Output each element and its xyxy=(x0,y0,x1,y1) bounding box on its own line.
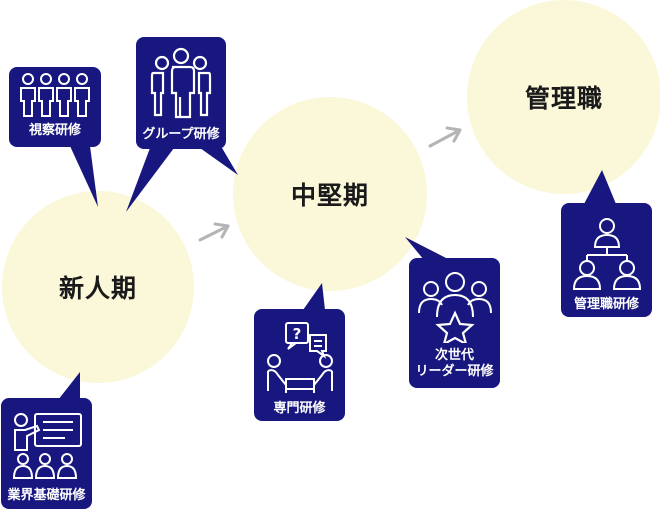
presentation-icon xyxy=(1,398,92,488)
training-card-group: グループ研修 xyxy=(136,37,226,149)
team-row-icon xyxy=(9,67,101,123)
discussion-icon: ? xyxy=(254,309,345,401)
training-label-specialist: 専門研修 xyxy=(273,401,326,416)
pointer-inspection xyxy=(70,146,98,207)
pointer-management xyxy=(584,170,616,204)
pointer-nextgen xyxy=(405,237,450,260)
leader-star-icon xyxy=(409,258,500,348)
training-label-inspection: 視察研修 xyxy=(28,123,81,138)
arrow-1-shaft xyxy=(198,224,230,242)
stage-circle-shinjin xyxy=(2,191,194,383)
stage-label-chuken: 中堅期 xyxy=(290,181,370,210)
arrow-1-head xyxy=(213,222,230,239)
training-label-group: グループ研修 xyxy=(142,127,220,142)
training-card-specialist: ? 専門研修 xyxy=(254,309,345,421)
pointer-group xyxy=(126,148,174,212)
training-card-nextgen: 次世代 リーダー研修 xyxy=(409,258,500,388)
stage-label-kanri: 管理職 xyxy=(524,84,604,113)
stage-label-shinjin: 新人期 xyxy=(58,274,138,303)
group-icon xyxy=(136,37,226,127)
arrow-2-shaft xyxy=(428,128,462,148)
training-card-inspection: 視察研修 xyxy=(9,67,101,147)
pointer-industry xyxy=(58,372,80,400)
svg-text:?: ? xyxy=(292,325,301,343)
training-card-industry: 業界基礎研修 xyxy=(1,398,92,509)
training-card-management: 管理職研修 xyxy=(561,203,652,317)
pointer-group-2 xyxy=(200,148,238,175)
callout-pointers xyxy=(58,146,616,400)
pointer-specialist xyxy=(303,283,325,310)
stage-circle-kanri xyxy=(467,0,660,194)
training-label-industry: 業界基礎研修 xyxy=(7,488,86,503)
training-label-management: 管理職研修 xyxy=(573,297,639,312)
hierarchy-icon xyxy=(561,203,652,297)
training-label-nextgen: 次世代 リーダー研修 xyxy=(415,348,494,379)
stage-circle-chuken xyxy=(233,97,427,291)
progress-arrows xyxy=(198,126,462,242)
arrow-2-head xyxy=(445,126,462,143)
